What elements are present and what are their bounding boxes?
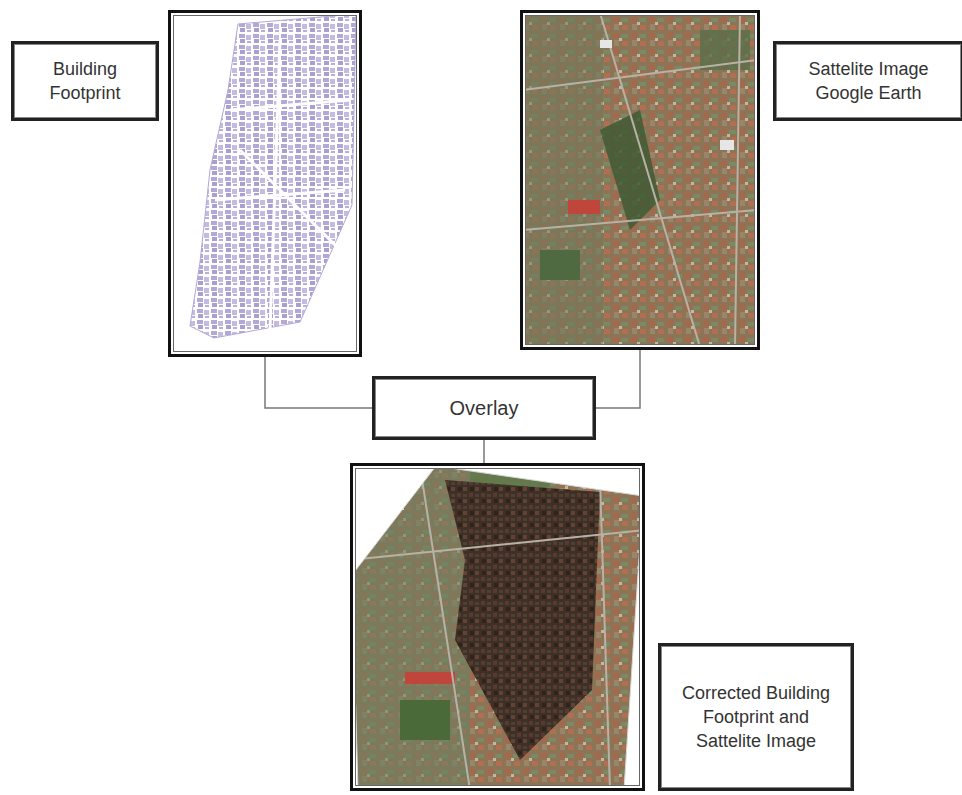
image-frame: Corrected Building Footprint and Satteli… bbox=[350, 463, 645, 791]
connector bbox=[265, 357, 372, 408]
caption-text: Building Footprint bbox=[14, 57, 156, 106]
caption-text: Sattelite Image Google Earth bbox=[776, 57, 961, 106]
caption-box: Corrected Building Footprint and Satteli… bbox=[658, 643, 854, 791]
image-frame: Building Footprint bbox=[168, 10, 362, 357]
caption-text: Corrected Building Footprint and Satteli… bbox=[661, 681, 851, 754]
caption-box: Sattelite Image Google Earth bbox=[773, 41, 962, 121]
box-label: Overlay bbox=[442, 395, 527, 422]
process-box: Overlay bbox=[372, 376, 596, 440]
image-frame: Sattelite Image Google Earth bbox=[520, 10, 760, 350]
connector bbox=[484, 440, 485, 463]
connector bbox=[596, 350, 640, 408]
caption-box: Building Footprint bbox=[11, 41, 159, 121]
